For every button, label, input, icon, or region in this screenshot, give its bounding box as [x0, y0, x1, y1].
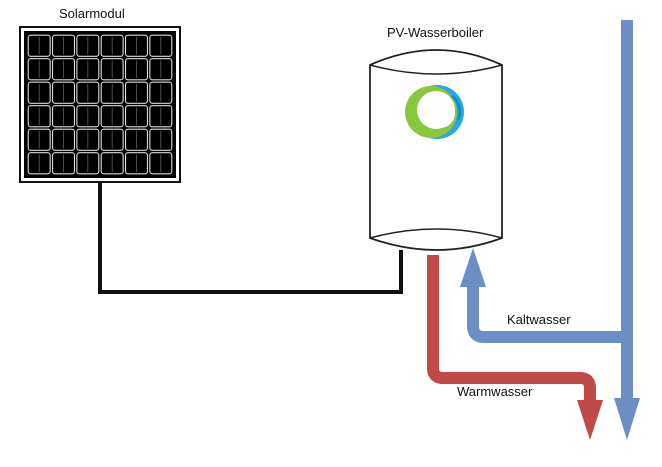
cold-water-pipe [460, 20, 640, 440]
warm-water-pipe [427, 255, 603, 440]
solar-panel-icon [19, 26, 181, 183]
solar-cells [27, 34, 173, 175]
cold-water-label: Kaltwasser [507, 312, 571, 327]
boiler-logo-icon [405, 85, 464, 139]
solar-panel-label: Solarmodul [59, 6, 125, 21]
boiler-label: PV-Wasserboiler [387, 25, 484, 40]
warm-water-label: Warmwasser [457, 384, 533, 399]
boiler-tank-icon [369, 49, 503, 251]
electric-cable [98, 182, 403, 294]
